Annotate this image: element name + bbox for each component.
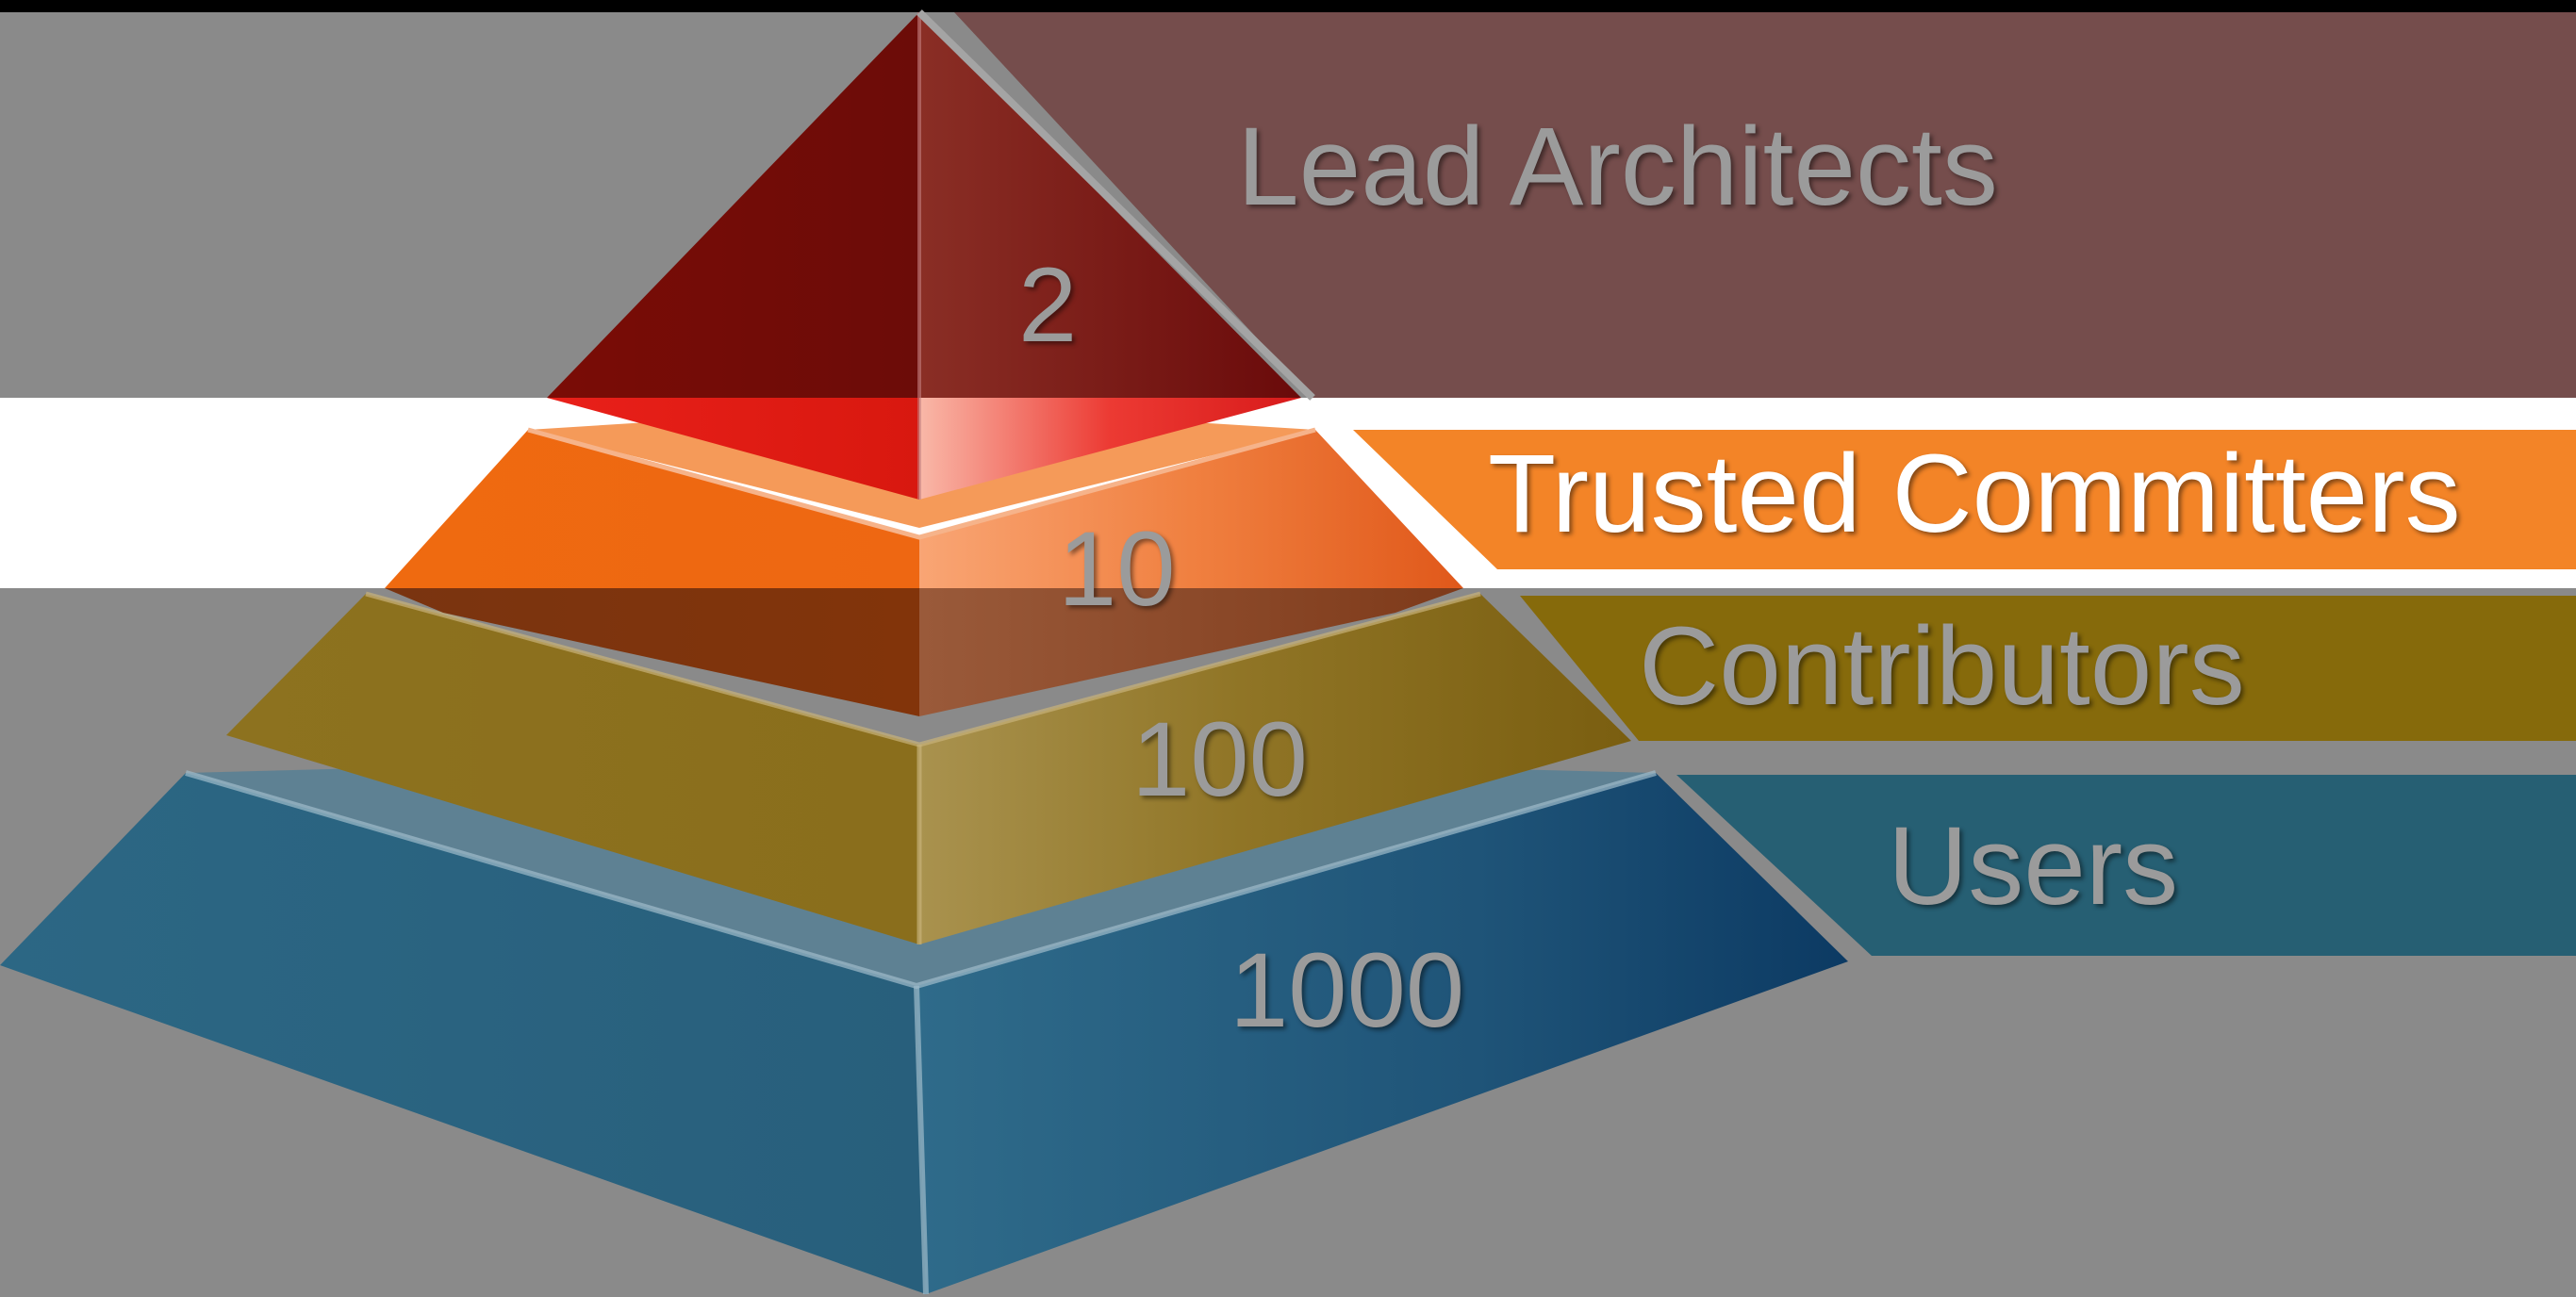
band-trusted-committers bbox=[1353, 430, 2576, 569]
trusted-committers-edge bbox=[527, 427, 1316, 540]
contributors-front-left bbox=[226, 594, 919, 944]
tier-count-contributors: 100 bbox=[1131, 700, 1308, 818]
lead-architects-outline bbox=[916, 9, 1315, 401]
tier-count-trusted-committers: 10 bbox=[1058, 510, 1176, 628]
users-front-left bbox=[0, 773, 926, 1294]
tier-count-users: 1000 bbox=[1230, 931, 1465, 1049]
tier-label-trusted-committers: Trusted Committers bbox=[1488, 432, 2461, 556]
trusted-committers-front-right bbox=[919, 430, 1463, 588]
lead-architects-lit-left bbox=[547, 398, 919, 500]
tier-label-users: Users bbox=[1888, 804, 2179, 928]
tier-label-lead-architects: Lead Architects bbox=[1237, 105, 1998, 229]
top-bar bbox=[0, 0, 2576, 12]
tier-count-lead-architects: 2 bbox=[1018, 246, 1078, 364]
trusted-committers-front-left bbox=[385, 430, 919, 588]
lead-architects-face-left bbox=[547, 12, 919, 398]
band-lead-architects bbox=[954, 12, 2576, 398]
tier-label-contributors: Contributors bbox=[1639, 604, 2245, 729]
contributors-front-right bbox=[919, 594, 1631, 944]
band-users bbox=[1676, 775, 2576, 956]
band-contributors bbox=[1520, 596, 2576, 741]
lead-architects-lit-right bbox=[919, 398, 1301, 500]
users-front-right bbox=[916, 773, 1848, 1294]
trusted-committers-lower-left bbox=[385, 588, 919, 716]
trusted-committers-lower-right bbox=[919, 588, 1463, 716]
users-ridge bbox=[914, 985, 929, 1295]
